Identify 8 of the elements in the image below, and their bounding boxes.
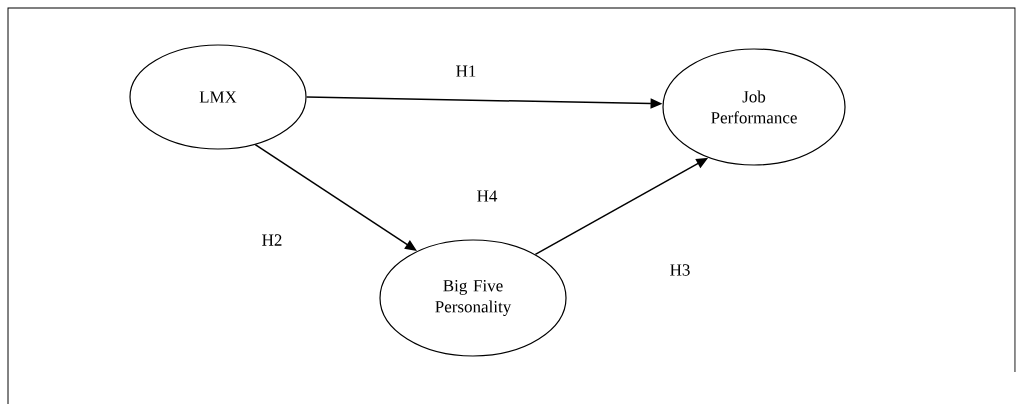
hypothesis-label: H4 <box>477 190 498 202</box>
arrow <box>254 143 417 251</box>
ellipse-node: Big Five Personality <box>379 239 567 357</box>
ellipse-node: Job Performance <box>662 48 846 166</box>
ellipse-node: LMX <box>129 44 307 150</box>
edge-label: H2 <box>260 233 284 247</box>
edge-label: H3 <box>668 263 692 277</box>
edge-label: H1 <box>454 64 478 78</box>
